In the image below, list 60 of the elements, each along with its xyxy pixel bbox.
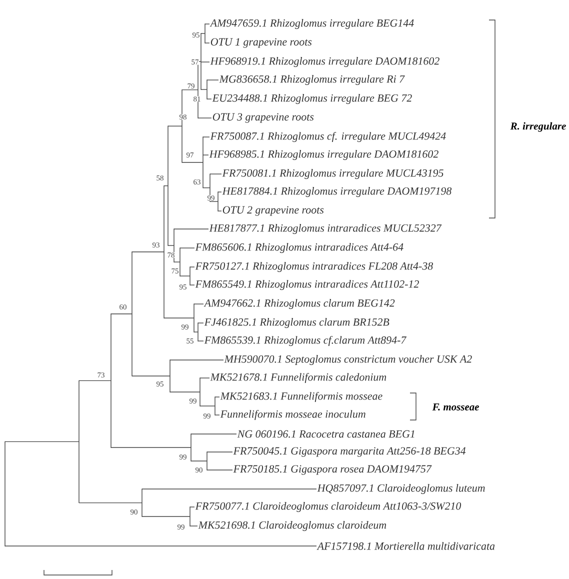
branch-line xyxy=(198,61,202,62)
taxon-label: AF157198.1 Mortierella multidivaricata xyxy=(316,542,495,550)
branch-line xyxy=(190,506,195,508)
taxon-label: MK521698.1 Claroideoglomus claroideum xyxy=(198,521,386,531)
branch-line xyxy=(200,33,206,34)
taxon-label: FR750185.1 Gigaspora rosea DAOM194757 xyxy=(233,465,432,475)
taxon-label: FJ461825.1 Rhizoglomus clarum BR152B xyxy=(204,318,390,328)
branch-line xyxy=(174,228,209,230)
branch-line xyxy=(214,396,220,398)
taxon-label: OTU 2 grapevine roots xyxy=(222,206,324,216)
taxon-label: HF968919.1 Rhizoglomus irregulare DAOM181602 xyxy=(210,57,440,67)
taxon-label: FR750081.1 Rhizoglomus irregulare MUCL43195 xyxy=(222,169,444,179)
taxon-label: FR750045.1 Gigaspora margarita Att256-18 BEG34 xyxy=(233,447,466,457)
taxon-label: OTU 3 grapevine roots xyxy=(212,113,314,123)
branch-line xyxy=(198,322,204,324)
branch-line xyxy=(202,136,210,138)
branch-line xyxy=(198,340,204,342)
branch-line xyxy=(202,187,210,188)
branch-line xyxy=(206,98,212,100)
taxon-label: Funneliformis mosseae inoculum xyxy=(220,410,366,420)
branch-line xyxy=(210,201,218,202)
branch-line xyxy=(204,42,210,44)
branch-line xyxy=(78,502,142,504)
taxon-label: EU234488.1 Rhizoglomus irregulare BEG 72 xyxy=(212,94,412,104)
taxon-label: NG 060196.1 Racocetra castanea BEG1 xyxy=(237,430,414,438)
taxon-label: OTU 1 grapevine roots xyxy=(210,38,312,48)
branch-line xyxy=(78,380,112,382)
taxon-label: HE817884.1 Rhizoglomus irregulare DAOM197198 xyxy=(222,187,452,197)
taxon-label: MH590070.1 Septoglomus constrictum voucher USK A2 xyxy=(224,355,472,365)
taxon-label: HE817877.1 Rhizoglomus intraradices MUCL52327 xyxy=(209,224,442,234)
branch-line xyxy=(190,460,208,462)
branch-line xyxy=(190,284,195,286)
branch-line xyxy=(182,162,204,163)
taxon-label: HF968985.1 Rhizoglomus irregulare DAOM181602 xyxy=(209,150,438,160)
branch-line xyxy=(202,154,209,156)
branch-line xyxy=(214,414,220,416)
branch-line xyxy=(164,185,168,186)
taxon-label: FM865549.1 Rhizoglomus intraradices Att1102-12 xyxy=(195,280,419,290)
branch-line xyxy=(200,89,208,90)
clade-name: R. irregulare xyxy=(510,122,566,132)
branch-line xyxy=(190,266,195,268)
taxon-label: MG836658.1 Rhizoglomus irregulare Ri 7 xyxy=(219,75,405,85)
taxon-label: AM947659.1 Rhizoglomus irregulare BEG144 xyxy=(210,19,414,29)
taxon-label: MK521683.1 Funneliformis mosseae xyxy=(220,392,382,402)
taxon-label: FR750127.1 Rhizoglomus intraradices FL208 Att4-38 xyxy=(195,262,433,272)
taxon-label: MK521678.1 Funneliformis caledonium xyxy=(210,372,386,384)
taxon-label: FM865606.1 Rhizoglomus intraradices Att4-64 xyxy=(195,243,404,253)
branch-line xyxy=(142,488,317,490)
branch-line xyxy=(168,245,174,246)
taxon-label: FM865539.1 Rhizoglomus cf.clarum Att894-7 xyxy=(204,336,407,346)
taxon-label: HQ857097.1 Claroideoglomus luteum xyxy=(317,484,485,494)
taxon-label: FR750087.1 Rhizoglomus cf. irregulare MUCL49424 xyxy=(210,132,446,142)
taxon-label: FR750077.1 Claroideoglomus claroideum Att1063-3/SW210 xyxy=(195,502,462,512)
branch-line xyxy=(110,447,192,448)
branch-line xyxy=(182,89,198,90)
taxon-label: AM947662.1 Rhizoglomus clarum BEG142 xyxy=(204,299,395,309)
branch-line xyxy=(142,516,190,517)
branch-line xyxy=(218,210,222,212)
clade-name: F. mosseae xyxy=(432,404,479,410)
branch-line xyxy=(4,441,80,442)
